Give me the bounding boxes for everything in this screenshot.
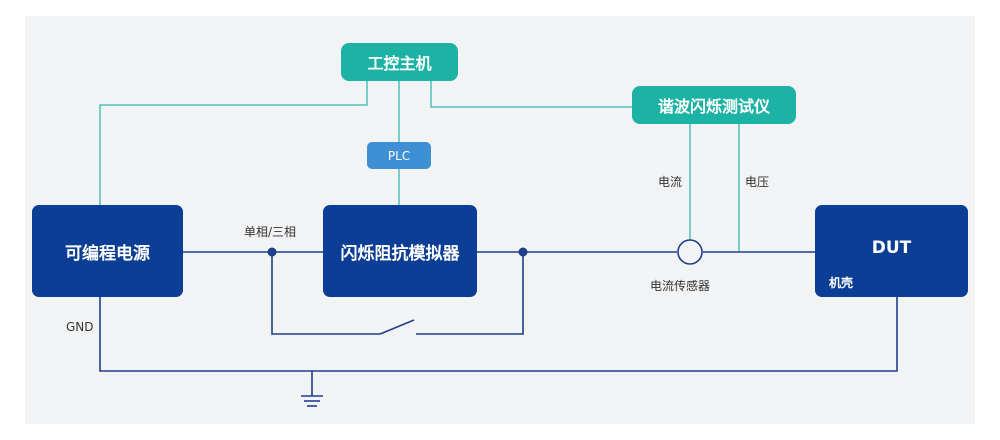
ipc-label: 工控主机 (367, 54, 432, 73)
dut-label: DUT (871, 238, 912, 258)
current-sensor-icon (677, 239, 703, 265)
power-supply-node: 可编程电源 (32, 205, 183, 297)
flicker-simulator-node: 闪烁阻抗模拟器 (323, 205, 477, 297)
junction-dot-left (267, 247, 277, 257)
phase-label: 单相/三相 (244, 225, 297, 239)
junction-dot-right (518, 247, 528, 257)
switch-blade (379, 319, 415, 335)
dut-node: DUT 机壳 (815, 205, 968, 297)
current-label: 电流 (658, 175, 683, 189)
plc-node: PLC (367, 142, 431, 169)
wire-bypass-right (416, 252, 524, 335)
wire-ipc-harmonic-tester (430, 81, 632, 108)
gnd-label: GND (66, 320, 94, 334)
harmonic-tester-node: 谐波闪烁测试仪 (632, 86, 796, 124)
plc-label: PLC (387, 148, 411, 163)
current-sensor-label: 电流传感器 (650, 279, 711, 293)
flicker-simulator-label: 闪烁阻抗模拟器 (340, 243, 460, 264)
wire-bypass-left (271, 252, 380, 335)
power-supply-label: 可编程电源 (65, 243, 150, 264)
voltage-label: 电压 (745, 175, 770, 189)
wire-ipc-power-supply (99, 81, 368, 205)
ipc-node: 工控主机 (341, 43, 458, 81)
harmonic-tester-label: 谐波闪烁测试仪 (657, 97, 770, 116)
wire-ground-loop (99, 297, 898, 372)
dut-chassis-label: 机壳 (829, 276, 854, 290)
